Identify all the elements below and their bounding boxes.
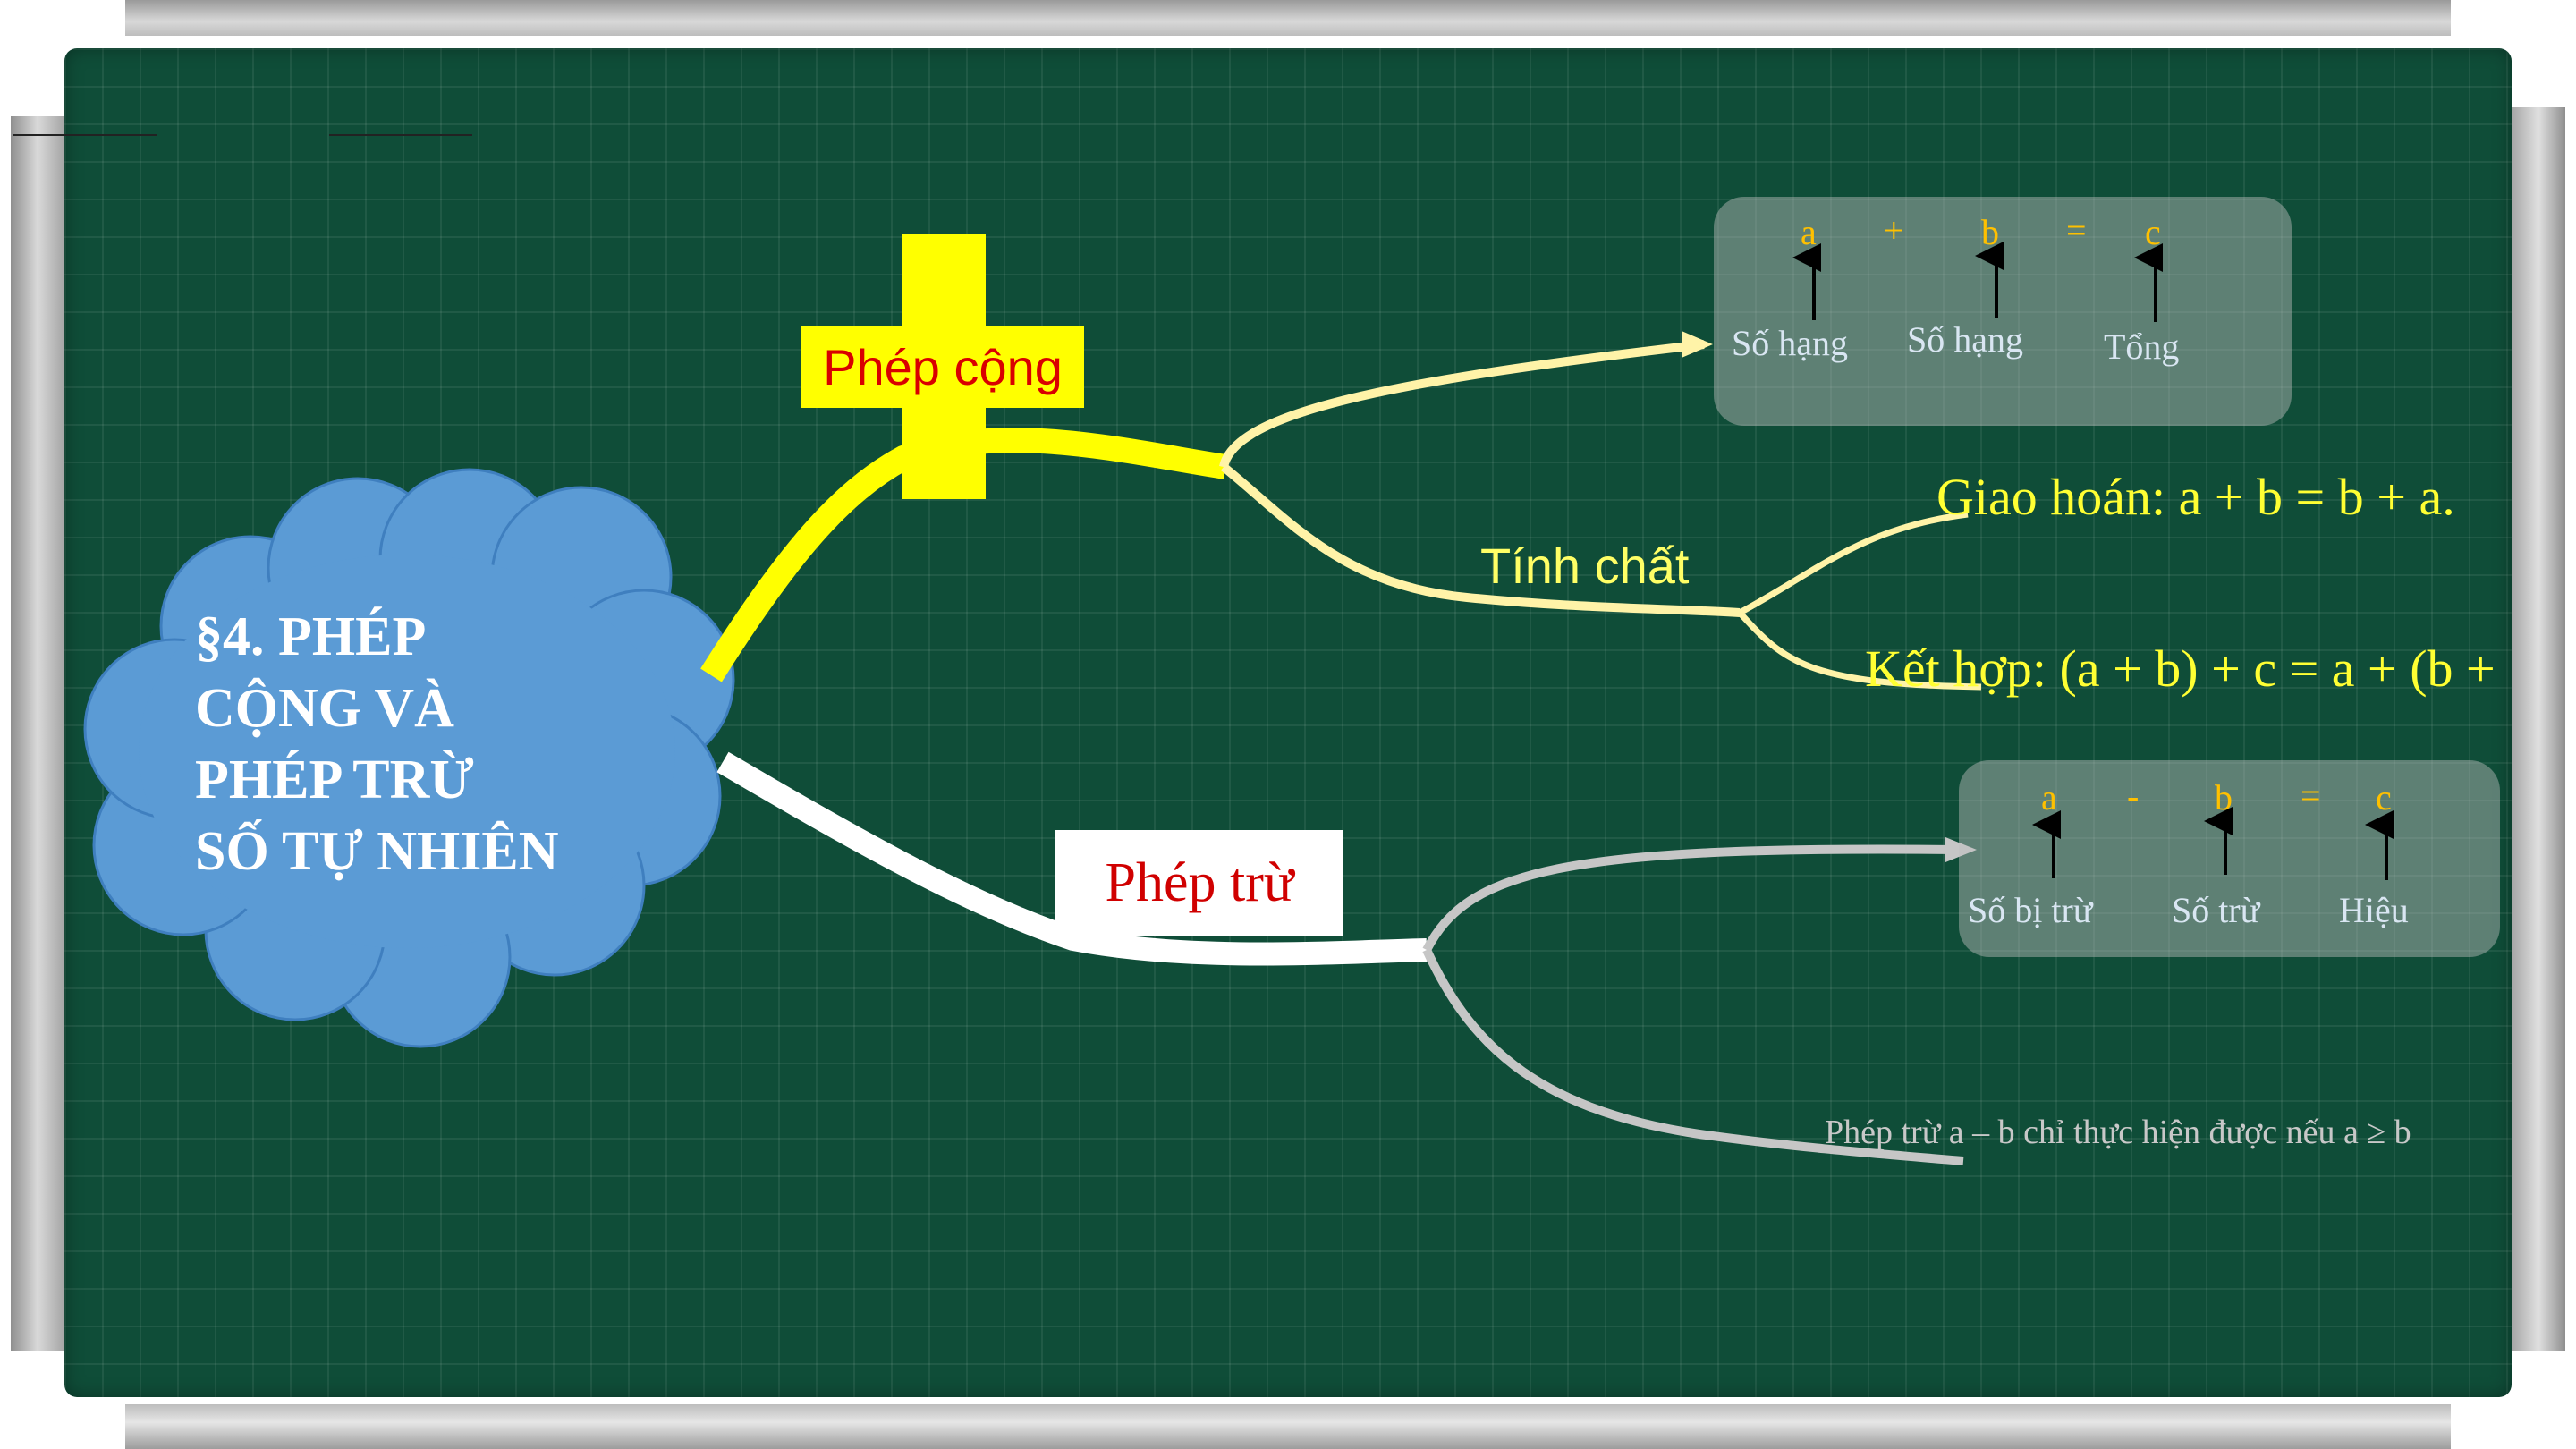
board-frame-left (11, 116, 64, 1351)
properties-branch-associative (1737, 610, 1982, 691)
addition-arrowhead (1682, 331, 1713, 358)
subtraction-label-box (1055, 830, 1343, 936)
subtraction-condition: Phép trừ a – b chỉ thực hiện được nếu a … (1825, 1114, 2411, 1151)
commutative-property: Giao hoán: a + b = b + a. (1936, 468, 2455, 526)
properties-label: Tính chất (1480, 538, 1690, 594)
board-frame-top (125, 0, 2451, 36)
title-line-1: §4. PHÉP (195, 606, 427, 667)
addition-branch-to-equation (1219, 340, 1705, 469)
plus-sign-horizontal (801, 326, 1084, 408)
properties-branch-commutative (1738, 511, 1969, 616)
title-line-3: PHÉP TRỪ (195, 750, 474, 810)
subtraction-branch-to-condition (1422, 947, 1964, 1165)
cloud-shape (83, 468, 735, 1048)
subtraction-equation-box (1959, 760, 2500, 957)
board-frame-right (2512, 107, 2565, 1351)
title-line-4: SỐ TỰ NHIÊN (195, 821, 559, 882)
subtraction-eq-c: c (2376, 777, 2392, 818)
addition-label: Phép cộng (823, 338, 1063, 395)
caption-sum: Tổng (2104, 326, 2180, 367)
caption-subtrahend: Số trừ (2172, 890, 2260, 930)
caption-minuend: Số bị trừ (1968, 890, 2093, 930)
addition-eq-c: c (2145, 212, 2161, 252)
addition-equation-box (1714, 197, 2292, 426)
stray-line-1 (13, 134, 157, 136)
associative-property: Kết hợp: (a + b) + c = a + (b + (1865, 640, 2496, 698)
stray-line-2 (329, 134, 472, 136)
addition-eq-plus: + (1884, 210, 1904, 250)
caption-difference: Hiệu (2339, 890, 2409, 930)
addition-branch-to-properties (1220, 463, 1741, 617)
board-frame-bottom (125, 1404, 2451, 1449)
subtraction-eq-minus: - (2127, 775, 2140, 816)
caption-addend-2: Số hạng (1907, 319, 2023, 360)
title-line-2: CỘNG VÀ (195, 678, 454, 739)
subtraction-arrowhead (1945, 837, 1977, 862)
subtraction-branch (716, 751, 1428, 966)
subtraction-label: Phép trừ (1105, 852, 1294, 913)
caption-addend-1: Số hạng (1732, 323, 1848, 363)
topic-title: §4. PHÉP CỘNG VÀ PHÉP TRỪ SỐ TỰ NHIÊN (195, 601, 660, 887)
subtraction-eq-a: a (2041, 777, 2057, 818)
addition-eq-equals: = (2066, 210, 2087, 250)
subtraction-eq-equals: = (2301, 775, 2321, 816)
addition-eq-a: a (1801, 212, 1817, 252)
subtraction-branch-to-equation (1422, 844, 1960, 953)
